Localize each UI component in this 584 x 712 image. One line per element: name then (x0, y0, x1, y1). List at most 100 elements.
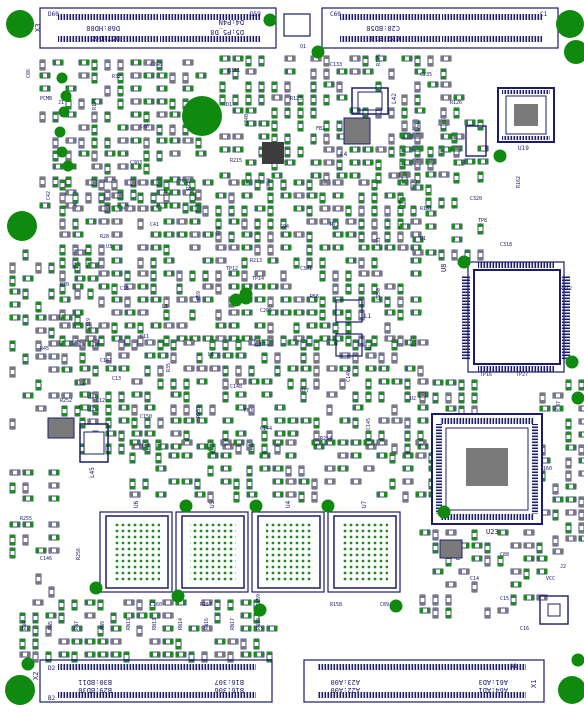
smd-component (132, 431, 142, 436)
smd-component (112, 271, 122, 276)
smd-component (98, 652, 108, 657)
smd-component (105, 164, 110, 174)
smd-component (285, 160, 295, 165)
smd-component (242, 271, 247, 281)
smd-component (144, 151, 149, 161)
component-ref-label: C301 (300, 266, 312, 272)
smd-component (441, 56, 451, 61)
smd-component (254, 639, 259, 649)
inductor-l4 (344, 118, 370, 144)
smd-component (324, 95, 329, 105)
smd-component (208, 492, 213, 502)
smd-component (294, 323, 299, 333)
connector-bottom-left-pin-a: D2 (48, 665, 56, 672)
smd-component (247, 479, 252, 489)
misc-ref-label: TP12 (226, 266, 238, 272)
smd-component (112, 245, 122, 250)
smd-component (403, 479, 413, 484)
smd-component (325, 466, 335, 471)
smd-component (73, 206, 83, 211)
smd-component (301, 340, 306, 350)
smd-component (241, 652, 251, 657)
smd-component (80, 392, 90, 397)
smd-component (246, 108, 256, 113)
smd-component (60, 206, 65, 216)
mounting-hole-top-left (6, 10, 34, 38)
component-ref-label: R256 (76, 548, 82, 560)
smd-component (183, 60, 193, 65)
smd-component (311, 95, 316, 105)
smd-component (294, 232, 304, 237)
smd-component (145, 405, 155, 410)
inductor-l3-ref: L3 (364, 345, 372, 352)
smd-component (118, 86, 123, 96)
component-ref-label: C147 (100, 358, 112, 364)
smd-component (220, 147, 230, 152)
smd-component (79, 138, 84, 148)
smd-component (158, 353, 168, 358)
smd-component (124, 600, 134, 605)
smd-component (118, 151, 128, 156)
smd-component (553, 510, 558, 520)
inductor-l45 (80, 424, 108, 462)
smd-component (203, 206, 208, 216)
smd-component (372, 258, 377, 268)
via-pad (250, 500, 263, 513)
smd-component (131, 112, 141, 117)
smd-component (392, 444, 397, 454)
smd-component (49, 535, 59, 540)
smd-component (86, 193, 91, 203)
smd-component (281, 297, 291, 302)
misc-ref-label: Q1 (300, 44, 306, 50)
smd-component (363, 69, 373, 74)
smd-component (320, 271, 325, 281)
smd-component (311, 82, 316, 92)
smd-component (73, 219, 78, 229)
smd-component (99, 271, 109, 276)
resistor-network-label: RN16 (204, 618, 210, 630)
smd-component (36, 315, 46, 320)
smd-component (184, 379, 189, 389)
smd-component (294, 310, 304, 315)
smd-component (320, 245, 330, 250)
smd-component (220, 56, 230, 61)
smd-component (169, 453, 179, 458)
smd-component (524, 556, 534, 561)
resistor-network-label: RN14 (178, 618, 184, 630)
smd-component (372, 193, 377, 203)
smd-component (314, 418, 319, 428)
smd-component (234, 479, 239, 489)
smd-component (203, 258, 213, 263)
misc-ref-label: FB3 (244, 408, 253, 414)
smd-component (485, 608, 490, 618)
smd-component (190, 310, 195, 320)
smd-component (288, 366, 298, 371)
component-ref-label: C320 (470, 196, 482, 202)
smd-component (203, 232, 213, 237)
smd-component (403, 492, 408, 502)
smd-component (511, 582, 521, 587)
smd-component (23, 250, 28, 260)
smd-component (184, 418, 194, 423)
smd-component (385, 297, 390, 307)
smd-component (60, 193, 65, 203)
part-oscillator (466, 126, 486, 156)
component-ref-label: C145 (366, 418, 372, 430)
connector-top-left-pin-a: D60 (48, 11, 59, 18)
smd-component (118, 99, 123, 109)
connector-bottom-left-row-d: B16:306 (214, 686, 244, 694)
misc-ref-label: U2 (410, 396, 416, 402)
smd-component (80, 405, 90, 410)
resistor-network-label: RN5 (48, 621, 54, 630)
smd-component (86, 180, 96, 185)
smd-component (537, 543, 542, 553)
smd-component (242, 310, 252, 315)
smd-component (273, 466, 283, 471)
via-pad (458, 256, 471, 269)
smd-component (23, 496, 33, 501)
smd-component (170, 125, 175, 135)
smd-component (415, 56, 420, 66)
smd-component (40, 203, 50, 208)
smd-component (216, 310, 221, 320)
smd-component (85, 613, 95, 618)
